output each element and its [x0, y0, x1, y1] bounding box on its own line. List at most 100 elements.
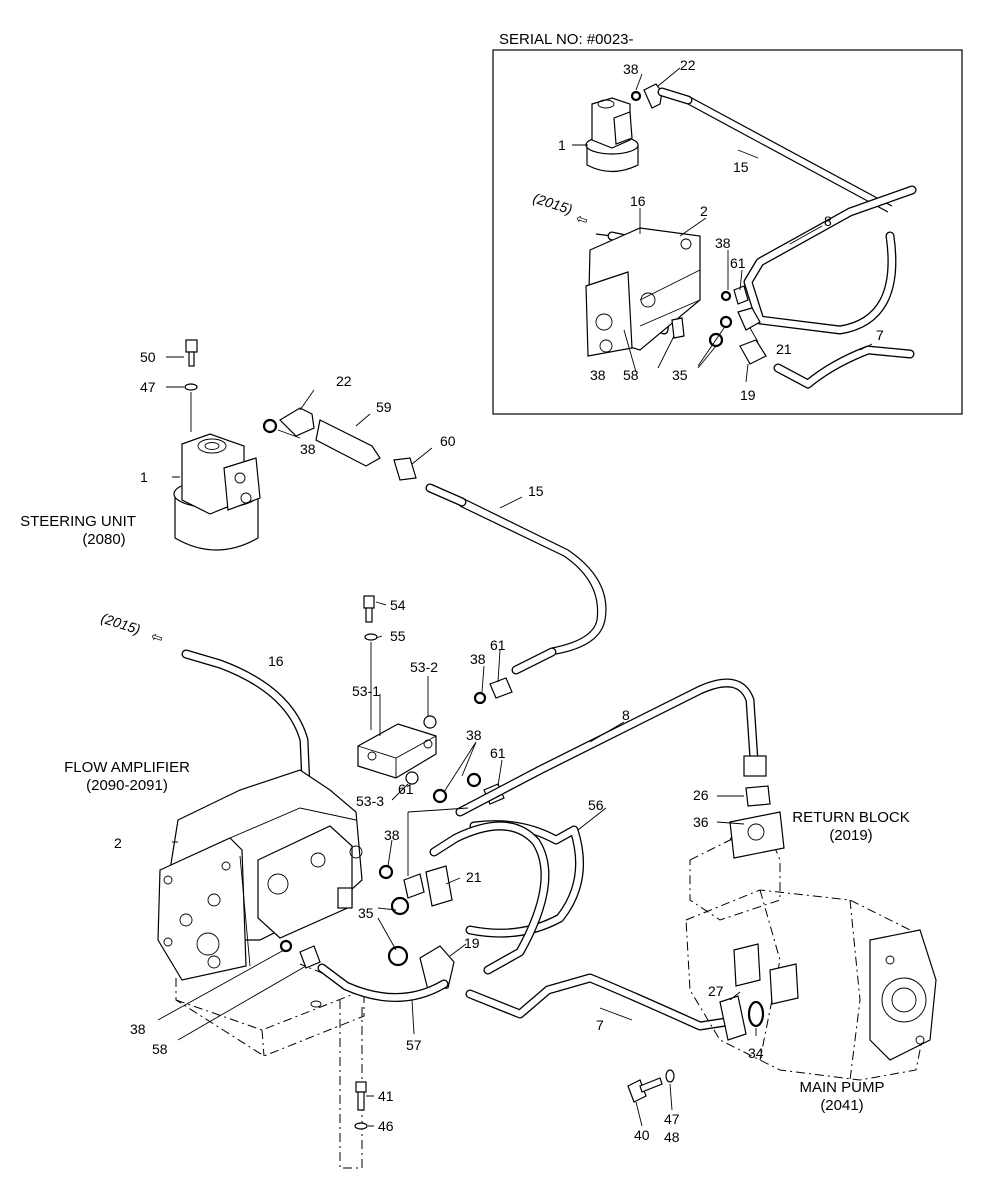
label-27: 27: [708, 983, 724, 999]
inset-label-1: 1: [558, 137, 566, 153]
bolt-50: [185, 339, 198, 367]
label-50: 50: [140, 349, 156, 365]
label-46: 46: [378, 1118, 394, 1134]
o-ring-38-upper: [473, 691, 487, 705]
label-47: 47: [140, 379, 156, 395]
inset-label-58: 58: [623, 367, 639, 383]
o-ring-35b: [387, 945, 409, 967]
o-ring-34: [747, 1000, 765, 1028]
inset-label-38b: 38: [715, 235, 731, 251]
inset-o-ring-38: [630, 90, 642, 102]
label-47-b: 47: [664, 1111, 680, 1127]
inset-panel: SERIAL NO: #0023-: [492, 31, 963, 415]
inset-o-ring-38b: [720, 290, 732, 302]
washer-47-48: [665, 1069, 675, 1083]
bolt-40: [627, 1077, 663, 1103]
label-53-1: 53-1: [352, 683, 380, 699]
caption-return-block: RETURN BLOCK: [792, 809, 910, 826]
elbow-21: [425, 865, 453, 907]
label-35: 35: [358, 905, 374, 921]
inset-border: [492, 49, 963, 415]
caption-return-ref: (2019): [829, 827, 872, 844]
inset-label-8: 8: [824, 213, 832, 229]
inset-fitting-58: [671, 317, 685, 339]
label-57: 57: [406, 1037, 422, 1053]
adapter-60: [393, 457, 417, 481]
elbow-22: [279, 407, 315, 437]
o-ring-38-steering: [262, 418, 278, 434]
inset-label-21: 21: [776, 341, 792, 357]
inset-label-7: 7: [876, 327, 884, 343]
hose-8-fitting: [743, 755, 767, 777]
label-61-upper: 61: [490, 637, 506, 653]
label-19: 19: [464, 935, 480, 951]
label-8: 8: [622, 707, 630, 723]
label-55: 55: [390, 628, 406, 644]
label-15: 15: [528, 483, 544, 499]
inset-label-15: 15: [733, 159, 749, 175]
inset-label-61: 61: [730, 255, 746, 271]
inset-o-ring-35a: [719, 315, 733, 329]
label-59: 59: [376, 399, 392, 415]
fitting-58: [299, 945, 321, 969]
caption-flow-amplifier: FLOW AMPLIFIER: [64, 759, 190, 776]
label-34: 34: [748, 1045, 764, 1061]
valve-block-53-1: [357, 723, 437, 779]
label-48: 48: [664, 1129, 680, 1145]
label-26: 26: [693, 787, 709, 803]
bolt-41: [355, 1081, 367, 1111]
inset-elbow-21: [737, 307, 761, 331]
label-38-upper: 38: [470, 651, 486, 667]
main-pump-assembly: [685, 811, 937, 1081]
label-53-3: 53-3: [356, 793, 384, 809]
washer-47: [184, 383, 198, 391]
label-56: 56: [588, 797, 604, 813]
tee-19: [419, 945, 455, 991]
label-22: 22: [336, 373, 352, 389]
caption-flow-ref: (2090-2091): [86, 777, 168, 794]
washer-46: [354, 1122, 368, 1130]
arrow-2015: ⇦: [149, 628, 165, 647]
inset-label-2015: (2015): [531, 190, 574, 218]
flow-amplifier: [157, 769, 363, 981]
label-16: 16: [268, 653, 284, 669]
caption-steering-unit: STEERING UNIT: [20, 513, 136, 530]
label-53-2: 53-2: [410, 659, 438, 675]
label-7: 7: [596, 1017, 604, 1033]
inset-label-19: 19: [740, 387, 756, 403]
label-58: 58: [152, 1041, 168, 1057]
label-1: 1: [140, 469, 148, 485]
inset-label-16: 16: [630, 193, 646, 209]
fitting-61-lower: [403, 873, 425, 899]
caption-main-pump-ref: (2041): [820, 1097, 863, 1114]
label-38-mid: 38: [466, 727, 482, 743]
label-40: 40: [634, 1127, 650, 1143]
inset-label-2: 2: [700, 203, 708, 219]
adapter-26: [745, 785, 771, 807]
label-36: 36: [693, 814, 709, 830]
label-2: 2: [114, 835, 122, 851]
flange-27: [719, 995, 747, 1041]
fitting-61-upper: [489, 677, 513, 699]
inset-tube-15: [687, 95, 893, 207]
caption-steering-ref: (2080): [82, 531, 125, 548]
label-38-steering: 38: [300, 441, 316, 457]
label-38-lower: 38: [130, 1021, 146, 1037]
inset-label-38a: 38: [623, 61, 639, 77]
inset-tee-19: [739, 339, 767, 365]
o-ring-38-amp: [378, 864, 394, 880]
caption-main-pump: MAIN PUMP: [799, 1079, 884, 1096]
inset-arrow-2015: ⇦: [574, 210, 590, 229]
label-61-lower: 61: [398, 781, 414, 797]
label-54: 54: [390, 597, 406, 613]
label-38-amp: 38: [384, 827, 400, 843]
inset-serial-title: SERIAL NO: #0023-: [499, 31, 634, 48]
label-61-mid: 61: [490, 745, 506, 761]
washer-55: [364, 633, 378, 641]
inset-label-35: 35: [672, 367, 688, 383]
label-60: 60: [440, 433, 456, 449]
label-2015: (2015): [99, 610, 142, 638]
o-ring-38-lower: [279, 939, 293, 953]
connector-59: [315, 419, 381, 467]
